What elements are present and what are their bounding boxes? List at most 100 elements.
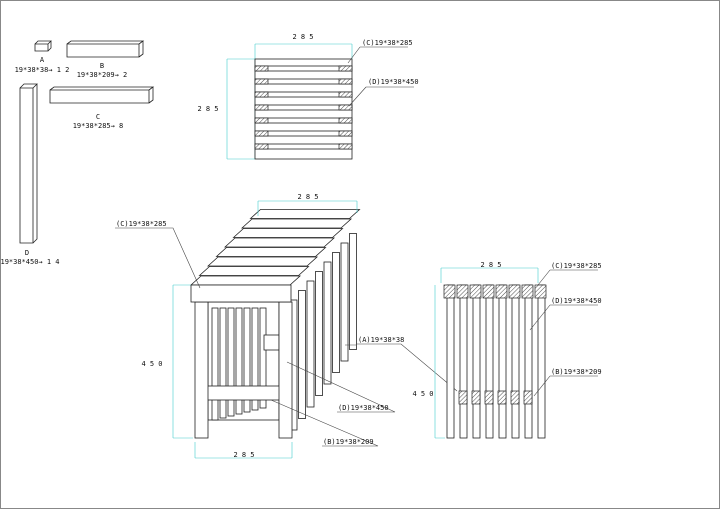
- side-view: 2 8 5 4 5 0 (C)19*38*285 (D)19*38*450 (B…: [412, 261, 602, 439]
- plan-hatch: [254, 104, 269, 111]
- plan-hatch: [254, 143, 269, 150]
- part-d: D 19*38*450→ 1 4: [0, 83, 60, 266]
- iso-top-slat: [232, 228, 344, 238]
- iso-side-slat: [323, 261, 332, 385]
- iso-inner-slat: [211, 307, 219, 421]
- plan-label-d: (D)19*38*450: [368, 78, 419, 86]
- side-slat: [459, 284, 468, 439]
- rail-b: [206, 385, 281, 401]
- side-slat: [485, 284, 494, 439]
- iso-dim-height: 4 5 0: [141, 360, 162, 368]
- side-slat: [511, 284, 520, 439]
- iso-dim-top: 2 8 5: [297, 193, 318, 201]
- plan-hatch: [254, 65, 269, 72]
- iso-side-slat: [298, 290, 306, 419]
- iso-top-slat: [240, 218, 353, 229]
- side-label-b: (B)19*38*209: [551, 368, 602, 376]
- side-hatch-bottom: [484, 390, 494, 405]
- side-hatch-top: [521, 284, 534, 299]
- side-hatch-top: [495, 284, 508, 299]
- side-hatch-top: [534, 284, 547, 299]
- plan-hatch: [338, 104, 353, 111]
- part-b-spec: 19*38*209→ 2: [77, 71, 128, 79]
- plan-hatch: [338, 65, 353, 72]
- iso-top-slat: [189, 275, 302, 286]
- plan-hatch: [338, 78, 353, 85]
- side-hatch-bottom: [458, 390, 468, 405]
- side-slat: [498, 284, 507, 439]
- side-slat: [537, 284, 546, 439]
- part-c-spec: 19*38*285→ 8: [73, 122, 124, 130]
- plan-slat: [254, 65, 353, 72]
- side-label-c: (C)19*38*285: [551, 262, 602, 270]
- leg-left: [194, 301, 209, 439]
- iso-side-slat: [340, 242, 349, 362]
- plan-slat: [254, 91, 353, 98]
- iso-top-slat: [198, 266, 310, 276]
- part-d-letter: D: [25, 249, 29, 257]
- iso-inner-slat: [259, 307, 267, 409]
- plan-slat: [254, 117, 353, 124]
- iso-side-slat: [332, 252, 340, 373]
- part-a-letter: A: [40, 56, 45, 64]
- plan-hatch: [338, 130, 353, 137]
- part-c: C 19*38*285→ 8: [49, 86, 155, 130]
- plan-slat: [254, 104, 353, 111]
- side-hatch-top: [469, 284, 482, 299]
- side-slat: [446, 284, 455, 439]
- side-hatch-bottom: [497, 390, 507, 405]
- part-b: B 19*38*209→ 2: [66, 40, 145, 79]
- plan-slat: [254, 143, 353, 150]
- iso-top-slat: [249, 209, 361, 219]
- side-hatch-bottom: [510, 390, 520, 405]
- plan-hatch: [254, 130, 269, 137]
- plan-slat: [254, 130, 353, 137]
- plan-hatch: [254, 91, 269, 98]
- part-a: A 19*38*38→ 1 2: [15, 40, 70, 74]
- iso-view: 2 8 5 4 5 0 2 8 5 (C)19*38*285 (A)19*38*…: [115, 193, 458, 459]
- front-board-c: [190, 284, 292, 303]
- iso-inner-slat: [243, 307, 251, 413]
- plan-hatch: [254, 117, 269, 124]
- block-a: [263, 334, 280, 351]
- plan-hatch: [338, 117, 353, 124]
- iso-top-slat: [223, 237, 336, 248]
- plan-view: 2 8 5 2 8 5 (C)19*38*285 (D)19*38*450: [197, 33, 419, 160]
- iso-side-slat: [315, 271, 323, 396]
- side-slat: [524, 284, 533, 439]
- iso-inner-slat: [219, 307, 227, 419]
- iso-label-b: (B)19*38*209: [323, 438, 374, 446]
- part-a-spec: 19*38*38→ 1 2: [15, 66, 70, 74]
- side-hatch-top: [456, 284, 469, 299]
- side-label-d: (D)19*38*450: [551, 297, 602, 305]
- part-c-letter: C: [96, 113, 100, 121]
- iso-label-d: (D)19*38*450: [338, 404, 389, 412]
- iso-side-slat: [306, 280, 315, 408]
- iso-label-a: (A)19*38*38: [358, 336, 404, 344]
- iso-dim-bottom: 2 8 5: [233, 451, 254, 459]
- side-dim-height: 4 5 0: [412, 390, 433, 398]
- plan-dim-width: 2 8 5: [292, 33, 313, 41]
- plan-slat: [254, 78, 353, 85]
- plan-dim-depth: 2 8 5: [197, 105, 218, 113]
- side-dim-width: 2 8 5: [480, 261, 501, 269]
- part-b-letter: B: [100, 62, 104, 70]
- side-hatch-bottom: [523, 390, 533, 405]
- leg-right: [278, 301, 293, 439]
- side-hatch-top: [482, 284, 495, 299]
- side-hatch-top: [443, 284, 456, 299]
- plan-hatch: [254, 78, 269, 85]
- iso-top-slat: [215, 247, 327, 257]
- side-hatch-bottom: [471, 390, 481, 405]
- iso-side-slat: [349, 233, 357, 350]
- part-d-spec: 19*38*450→ 1 4: [0, 258, 59, 266]
- side-slat: [472, 284, 481, 439]
- iso-inner-slat: [251, 307, 259, 411]
- iso-inner-slat: [235, 307, 243, 415]
- side-hatch-top: [508, 284, 521, 299]
- plan-hatch: [338, 143, 353, 150]
- iso-inner-slat: [227, 307, 235, 417]
- plan-hatch: [338, 91, 353, 98]
- iso-top-slat: [206, 256, 319, 267]
